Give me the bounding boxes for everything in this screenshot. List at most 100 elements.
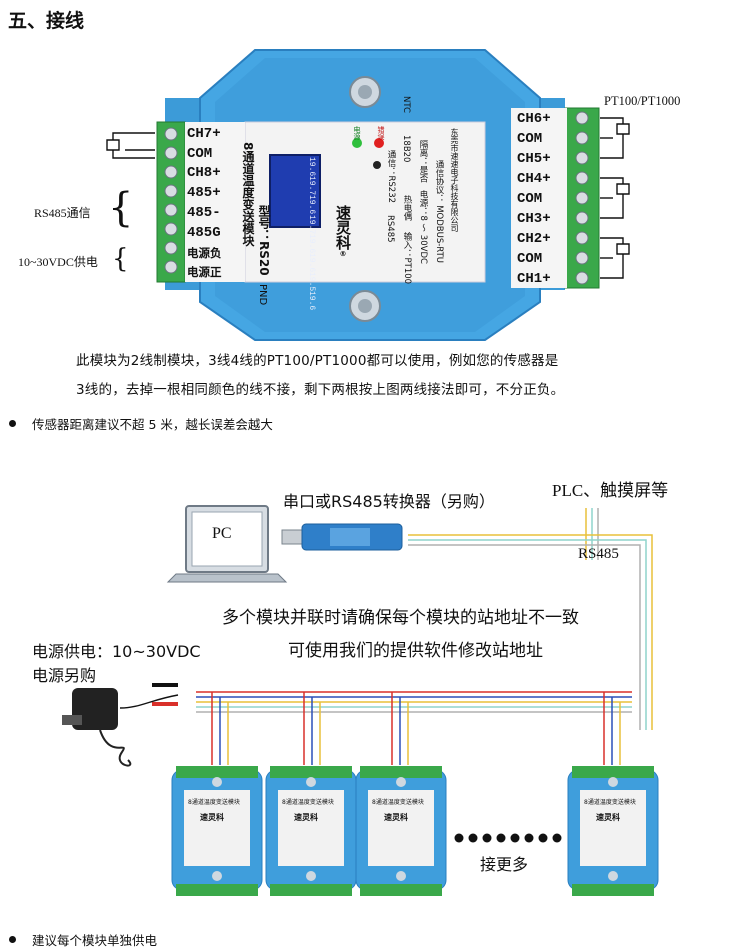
led-power-label: 电源: [353, 126, 361, 140]
power-brace: {: [112, 244, 129, 274]
model-option-p: P: [257, 284, 268, 291]
lcd-val-4: 19.7: [307, 214, 316, 234]
terminal-label-pwr-neg: 电源负: [187, 248, 222, 261]
terminal-label-485g: 485G: [187, 225, 221, 241]
power-side-label: 10~30VDC供电: [18, 255, 98, 269]
rs485-side-label: RS485通信: [34, 206, 91, 220]
module-model-label: 型号：RS20: [257, 205, 271, 276]
power-supply-line-2: 电源另购: [32, 666, 97, 685]
input-thermocouple: 热电偶: [402, 195, 412, 221]
isolation-yes: 是: [418, 165, 428, 175]
terminal-label-485n: 485-: [187, 205, 221, 221]
input-label: 输入：: [402, 232, 412, 258]
rs485-brace: {: [108, 185, 134, 231]
terminal-label-485p: 485+: [187, 185, 221, 201]
lcd-val-2: 19.7: [307, 176, 316, 196]
mini-module-1: [171, 766, 263, 896]
isolation-no: 否: [418, 174, 428, 183]
model-option-n: N: [257, 290, 268, 298]
lcd-val-1: 19.6: [307, 157, 316, 177]
lcd-val-5: 19.6: [307, 233, 316, 254]
module-product-name: 8通道温度变送模块: [241, 142, 255, 247]
mini-title-2: 8通道温度变送模块: [282, 799, 334, 806]
terminal-label-ch3: CH3+: [517, 211, 551, 227]
mini-title-3: 8通道温度变送模块: [372, 799, 424, 806]
lcd-val-3: 19.6: [307, 195, 316, 215]
module-model-options: PND: [257, 284, 268, 305]
isolation-label: 隔离：: [418, 140, 428, 166]
model-option-d: D: [257, 297, 268, 306]
power-adapter: [62, 688, 132, 767]
brand-mark: ®: [339, 250, 347, 258]
protocol-label: 通信协议： MODBUS-RTU: [434, 160, 444, 263]
pc-label: PC: [212, 525, 232, 542]
terminal-label-ch4: CH4+: [517, 171, 551, 187]
lcd-row: 19.6 19.7 19.6 19.7 19.6 19.6 19.5 19.6: [272, 157, 320, 311]
mini-module-4: [567, 766, 659, 896]
rs485-bus-label: RS485: [578, 546, 619, 562]
left-screw-row: [164, 127, 178, 274]
input-18b20: 18B20: [401, 135, 411, 163]
converter-label: 串口或RS485转换器（另购）: [283, 492, 495, 511]
mini-module-3: [355, 766, 447, 896]
lcd-val-8: 19.6: [307, 291, 316, 311]
company-label: 东莞市速速电子科技有限公司: [450, 128, 459, 232]
left-terminal-screws: [157, 122, 185, 282]
right-terminal-screws: [565, 108, 599, 288]
isolation-row: 隔离：是否: [417, 140, 429, 183]
mini-brand-4: 速灵科: [596, 813, 620, 822]
right-sensor-wires: [600, 117, 630, 279]
pc-laptop: [166, 505, 288, 583]
note-line-1: 多个模块并联时请确保每个模块的站地址不一致: [222, 608, 579, 628]
terminal-label-pwr-pos: 电源正: [187, 267, 222, 280]
terminal-label-com-r1: COM: [517, 131, 543, 147]
module-illustration: [106, 49, 630, 341]
paragraph-line-1: 此模块为2线制模块，3线4线的PT100/PT1000都可以使用，例如您的传感器…: [76, 353, 559, 369]
section-title: 五、接线: [8, 10, 85, 32]
mini-title-4: 8通道温度变送模块: [584, 799, 636, 806]
mini-module-2: [265, 766, 357, 896]
led-fault-label: 错误: [377, 126, 385, 140]
power-supply-line-1: 电源供电：10~30VDC: [32, 642, 201, 661]
lcd-val-6: 19.6: [307, 253, 316, 273]
comm-option-rs232: RS232: [386, 175, 396, 204]
more-label: 接更多: [480, 855, 529, 874]
input-row: 输入：PT100: [401, 232, 413, 284]
note-line-2: 可使用我们的提供软件修改站地址: [288, 641, 543, 661]
lcd-display: 19.6 19.7 19.6 19.7 19.6 19.6 19.5 19.6: [272, 157, 320, 311]
bullet-text-1: 传感器距离建议不超 5 米，越长误差会越大: [32, 417, 273, 432]
input-option-pt100: PT100: [402, 257, 412, 285]
paragraph-line-2: 3线的，去掉一根相同颜色的线不接，剩下两根按上图两线接法即可，不分正负。: [76, 382, 565, 398]
terminal-label-ch8: CH8+: [187, 165, 221, 181]
terminal-label-com-r3: COM: [517, 251, 543, 267]
module-photo: [95, 40, 715, 345]
brand-name: 速灵科: [334, 205, 352, 250]
left-sensor-wire: [106, 132, 155, 159]
terminal-label-ch6: CH6+: [517, 111, 551, 127]
terminal-label-ch1: CH1+: [517, 271, 551, 287]
bullet-dot-2: [9, 936, 16, 943]
module-brand: 速灵科®: [333, 205, 354, 258]
more-dots: [454, 833, 562, 843]
mini-title-1: 8通道温度变送模块: [188, 799, 240, 806]
terminal-label-com: COM: [187, 146, 213, 162]
mini-brand-3: 速灵科: [384, 813, 408, 822]
terminal-label-ch2: CH2+: [517, 231, 551, 247]
pt-side-label: PT100/PT1000: [604, 94, 681, 108]
comm-row: 通信：RS232: [385, 150, 397, 203]
input-ntc: NTC: [401, 96, 411, 113]
mini-brand-2: 速灵科: [294, 813, 318, 822]
converter-device: [281, 523, 403, 551]
comm-label: 通信：: [386, 150, 396, 176]
terminal-label-ch7: CH7+: [187, 126, 221, 142]
terminal-label-ch5: CH5+: [517, 151, 551, 167]
comm-rs485: RS485: [385, 215, 395, 243]
lcd-val-7: 19.5: [307, 272, 316, 292]
power-spec: 电源：8 ～ 30VDC: [418, 190, 428, 264]
bullet-text-2: 建议每个模块单独供电: [32, 933, 158, 948]
mini-brand-1: 速灵科: [200, 813, 224, 822]
right-screw-row: [575, 111, 589, 285]
wiring-diagram: [62, 505, 659, 896]
plc-label: PLC、触摸屏等: [552, 481, 669, 500]
bullet-dot-1: [9, 420, 16, 427]
